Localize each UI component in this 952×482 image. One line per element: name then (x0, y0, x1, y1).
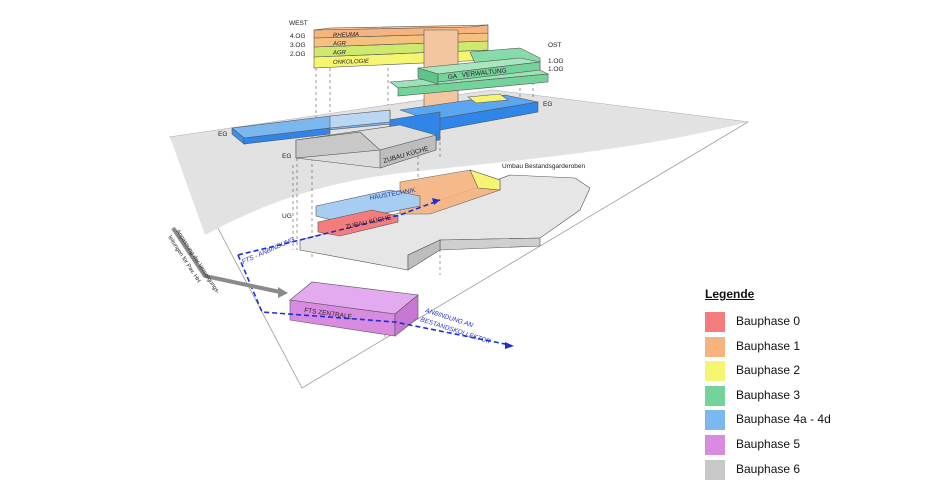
legend-item: Bauphase 0 (705, 309, 865, 334)
legend-label: Bauphase 2 (736, 363, 801, 378)
label-ga: GA (447, 73, 458, 81)
umbau-garderoben-yellow (469, 169, 501, 191)
legend-swatch (705, 336, 725, 357)
label-eg-left: EG (218, 131, 227, 138)
label-eg-right: EG (543, 101, 552, 108)
label-umbau: Umbau Bestandsgarderoben (502, 163, 585, 170)
verwaltung-block (389, 47, 550, 97)
legend-label: Bauphase 3 (736, 387, 801, 402)
label-1og-a: 1.OG (548, 58, 564, 65)
legend-swatch (705, 434, 725, 455)
haustechnik-block (315, 189, 421, 223)
zubau-kueche-eg-block (295, 124, 437, 169)
legend-label: Bauphase 5 (736, 436, 801, 451)
legend-item: Bauphase 5 (705, 432, 865, 457)
label-agr-b: AGR (332, 50, 347, 57)
label-eg-mid: EG (282, 153, 291, 160)
legend-swatch (705, 459, 725, 480)
label-3og: 3.OG (290, 42, 306, 49)
label-4og: 4.OG (290, 33, 306, 40)
label-agr-a: AGR (332, 41, 347, 48)
legend-swatch (705, 361, 725, 382)
legend-item: Bauphase 4a - 4d (705, 407, 865, 432)
label-verwaltung: VERWALTUNG (461, 67, 507, 79)
legend-swatch (705, 410, 725, 431)
legend-item: Bauphase 2 (705, 358, 865, 383)
legend-item: Bauphase 6 (705, 457, 865, 482)
fts-route-lines (237, 199, 511, 346)
legend-swatch (705, 312, 725, 332)
label-rheuma: RHEUMA (333, 32, 359, 39)
label-2og: 2.OG (290, 51, 306, 58)
versorgung-arrow (171, 226, 281, 294)
legend-label: Bauphase 1 (736, 338, 801, 353)
label-onkologie: ONKOLOGIE (333, 59, 370, 66)
versorgung-arrow-head (278, 287, 288, 298)
label-ug: UG (282, 213, 292, 220)
rheuma-roof (313, 24, 489, 31)
fts-arrow-head-1 (432, 198, 440, 205)
eg-west-block (231, 109, 391, 145)
legend-item: Bauphase 1 (705, 334, 865, 359)
legend-label: Bauphase 4a - 4d (736, 412, 831, 427)
legend-item: Bauphase 3 (705, 383, 865, 408)
fts-arrow-head-2 (505, 342, 514, 349)
legend-items: Bauphase 0 Bauphase 1 Bauphase 2 Bauphase 3… (705, 309, 865, 481)
fts-zentrale-block (289, 281, 419, 337)
label-versorgung-1: Anpassung der Versorgungs- (174, 229, 220, 295)
legend-swatch (705, 385, 725, 406)
ug-existing-building (299, 174, 591, 271)
legend-label: Bauphase 6 (736, 461, 801, 476)
label-1og-b: 1.OG (548, 66, 564, 73)
legend-title: Legende (705, 287, 755, 301)
label-ost: OST (548, 42, 561, 49)
label-west: WEST (289, 20, 308, 27)
zubau-kueche-ug-block (317, 209, 399, 237)
legend-label: Bauphase 0 (736, 314, 801, 328)
